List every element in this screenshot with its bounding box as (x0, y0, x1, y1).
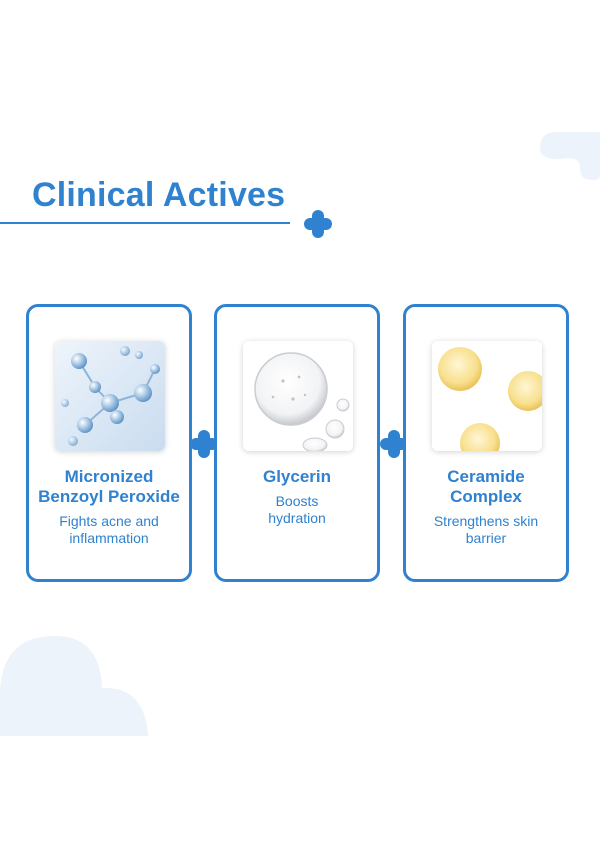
plus-icon (190, 430, 218, 458)
ingredient-description: Strengthens skin barrier (433, 513, 539, 546)
cloud-top-right (540, 132, 600, 180)
cloud-bottom-left (0, 636, 148, 736)
ingredient-description: Boosts hydration (268, 493, 326, 526)
ingredient-name: Ceramide Complex (447, 467, 525, 506)
molecule-image (55, 341, 165, 451)
ingredient-card-benzoyl-peroxide: Micronized Benzoyl Peroxide Fights acne … (26, 304, 192, 582)
yellow-droplets-image (432, 341, 542, 451)
title-underline (0, 222, 290, 224)
ingredient-card-ceramide: Ceramide Complex Strengthens skin barrie… (403, 304, 569, 582)
ingredient-card-glycerin: Glycerin Boosts hydration (214, 304, 380, 582)
plus-icon (304, 210, 332, 238)
droplets-image (243, 341, 353, 451)
plus-icon (380, 430, 408, 458)
ingredient-name: Glycerin (262, 467, 332, 486)
section-title: Clinical Actives (32, 176, 286, 214)
ingredient-name: Micronized Benzoyl Peroxide (38, 467, 180, 506)
ingredient-description: Fights acne and inflammation (59, 513, 159, 546)
